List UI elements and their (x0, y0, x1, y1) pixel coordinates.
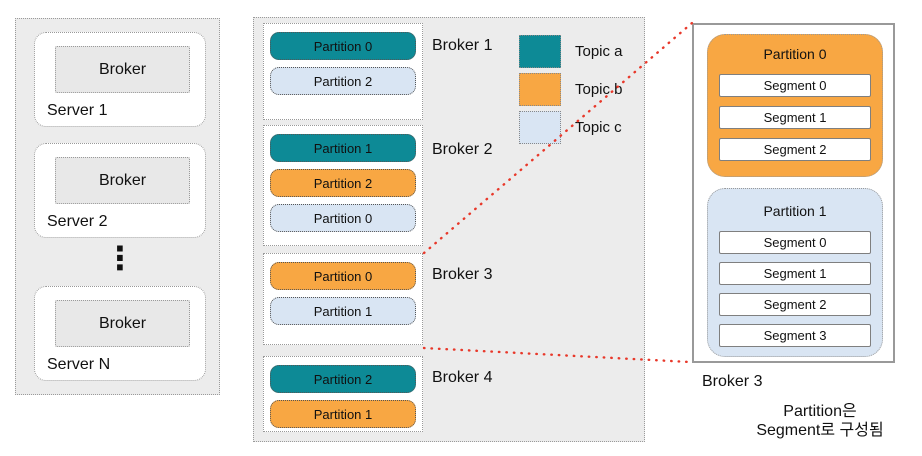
broker-3-group: Partition 0 Partition 1 (263, 253, 423, 345)
segment-box: Segment 0 (719, 74, 871, 97)
detail-partition-1-title: Partition 1 (763, 203, 827, 219)
broker-3-label: Broker 3 (432, 266, 493, 283)
detail-note-line-1: Partition은 (783, 403, 857, 420)
legend-row-topic-a: Topic a (519, 35, 623, 68)
server-2-box: Broker Server 2 (34, 143, 206, 238)
topic-a-swatch (519, 35, 561, 68)
broker-3-detail-panel: Partition 0 Segment 0 Segment 1 Segment … (692, 23, 895, 363)
server-n-box: Broker Server N (34, 286, 206, 381)
partition-pill: Partition 2 (270, 365, 416, 393)
broker-1-group: Partition 0 Partition 2 (263, 23, 423, 120)
partition-pill: Partition 1 (270, 134, 416, 162)
broker-label: Broker (98, 60, 147, 78)
partition-pill: Partition 0 (270, 32, 416, 60)
segment-box: Segment 1 (719, 262, 871, 285)
broker-2-group: Partition 1 Partition 2 Partition 0 (263, 125, 423, 246)
server-2-label: Server 2 (47, 213, 108, 230)
vertical-ellipsis: ⋮ (104, 240, 136, 276)
detail-partition-0-title: Partition 0 (763, 46, 827, 62)
partition-pill: Partition 2 (270, 169, 416, 197)
legend-row-topic-c: Topic c (519, 111, 623, 144)
broker-2-label: Broker 2 (432, 141, 493, 158)
segment-box: Segment 3 (719, 324, 871, 347)
legend-row-topic-b: Topic b (519, 73, 623, 106)
segment-list: Segment 0 Segment 1 Segment 2 (719, 74, 871, 161)
server-n-label: Server N (47, 356, 111, 373)
topic-legend: Topic a Topic b Topic c (519, 35, 623, 144)
partition-pill: Partition 1 (270, 400, 416, 428)
detail-partition-1-box: Partition 1 Segment 0 Segment 1 Segment … (707, 188, 883, 357)
detail-note-line-2: Segment로 구성됨 (756, 422, 884, 439)
broker-label: Broker (98, 314, 147, 332)
partition-pill: Partition 0 (270, 262, 416, 290)
brokers-panel: Partition 0 Partition 2 Broker 1 Partiti… (253, 17, 645, 442)
topic-c-label: Topic c (575, 119, 622, 136)
topic-b-swatch (519, 73, 561, 106)
detail-note: Partition은 Segment로 구성됨 (715, 402, 922, 440)
broker-1-label: Broker 1 (432, 37, 493, 54)
partition-pill: Partition 1 (270, 297, 416, 325)
partition-pill: Partition 2 (270, 67, 416, 95)
server-1-box: Broker Server 1 (34, 32, 206, 127)
segment-list: Segment 0 Segment 1 Segment 2 Segment 3 (719, 231, 871, 347)
topic-b-label: Topic b (575, 81, 623, 98)
segment-box: Segment 2 (719, 293, 871, 316)
detail-partition-0-box: Partition 0 Segment 0 Segment 1 Segment … (707, 34, 883, 177)
broker-4-group: Partition 2 Partition 1 (263, 356, 423, 432)
server-1-label: Server 1 (47, 102, 108, 119)
topic-c-swatch (519, 111, 561, 144)
segment-box: Segment 0 (719, 231, 871, 254)
detail-caption-broker-3: Broker 3 (702, 373, 763, 390)
segment-box: Segment 2 (719, 138, 871, 161)
server-n-broker-box: Broker (55, 300, 190, 347)
topic-a-label: Topic a (575, 43, 623, 60)
broker-4-label: Broker 4 (432, 369, 493, 386)
server-2-broker-box: Broker (55, 157, 190, 204)
broker-label: Broker (98, 171, 147, 189)
cluster-panel: Broker Server 1 Broker Server 2 ⋮ Broker… (15, 18, 220, 395)
server-1-broker-box: Broker (55, 46, 190, 93)
segment-box: Segment 1 (719, 106, 871, 129)
partition-pill: Partition 0 (270, 204, 416, 232)
